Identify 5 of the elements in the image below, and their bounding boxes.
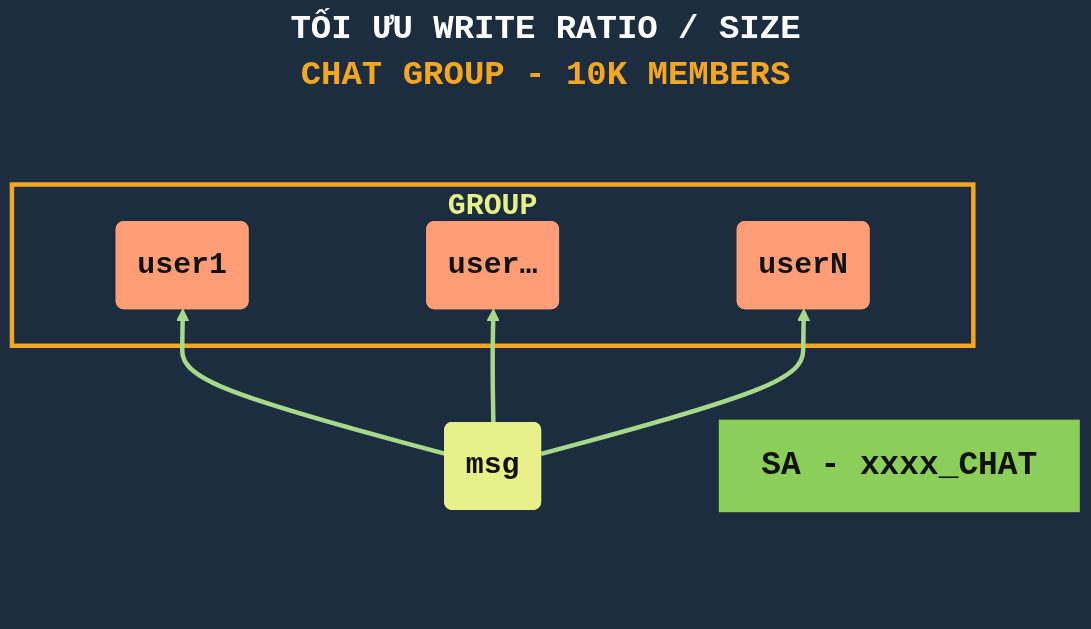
arrow: [486, 308, 500, 424]
subtitle: TỐI ƯU WRITE RATIO / SIZE: [290, 10, 801, 48]
section-heading: CHAT GROUP - 10K MEMBERS: [300, 56, 791, 94]
arrow: [540, 308, 811, 457]
node-box: SA - xxxx_CHAT: [718, 419, 1080, 513]
